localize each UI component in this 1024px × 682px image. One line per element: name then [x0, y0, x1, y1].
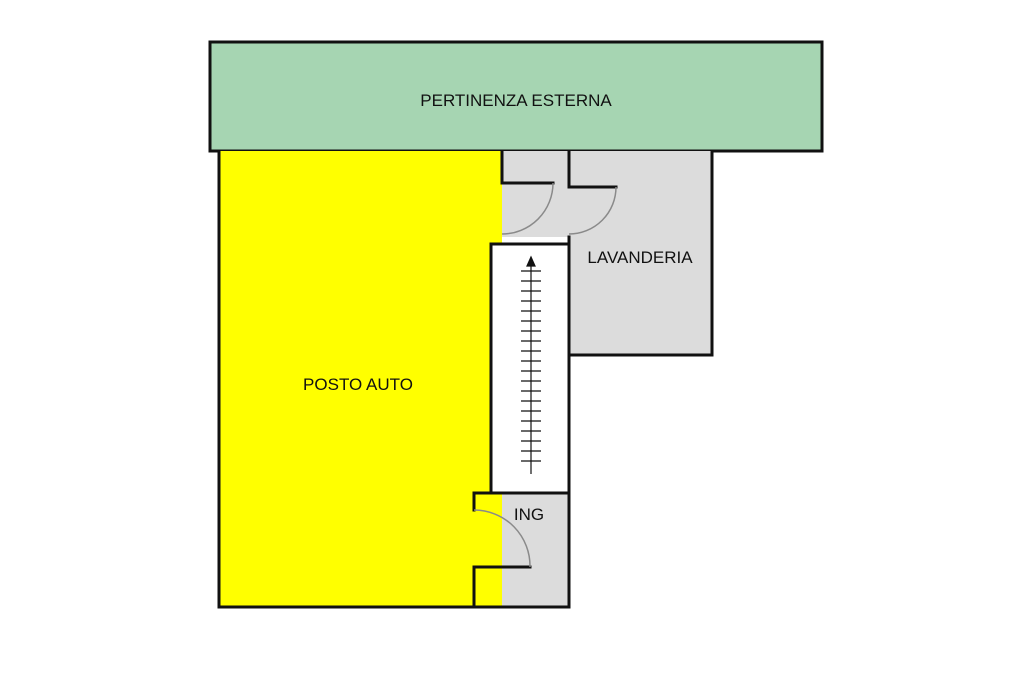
door-swing-icon	[501, 182, 554, 235]
label-pertinenza-esterna: PERTINENZA ESTERNA	[420, 91, 612, 110]
label-lavanderia: LAVANDERIA	[587, 248, 693, 267]
stair-arrow-icon	[521, 255, 541, 474]
room-pertinenza-esterna[interactable]	[208, 40, 824, 153]
room-lavanderia[interactable]	[502, 151, 712, 355]
door-swing-icon	[568, 186, 617, 235]
door-swing-icon	[473, 509, 531, 568]
walls	[217, 149, 714, 609]
label-posto-auto: POSTO AUTO	[303, 375, 413, 394]
label-ingresso: ING	[514, 505, 544, 524]
room-posto-auto[interactable]	[219, 151, 502, 607]
